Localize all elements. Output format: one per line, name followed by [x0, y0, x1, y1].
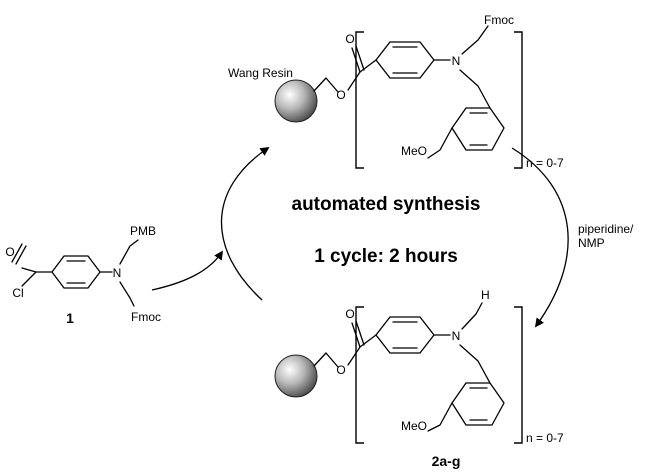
n-fmoc-bond — [461, 25, 489, 55]
monomer-ring-double-bonds — [66, 260, 86, 284]
n-fmoc-bond-monomer — [119, 281, 135, 307]
bottom-repeat-label: n = 0-7 — [526, 431, 564, 445]
compound-1-label: 1 — [66, 310, 74, 326]
bottom-methoxy: MeO — [401, 419, 427, 433]
resin-bead-bottom — [274, 354, 318, 398]
carbonyl-double-bond-bottom — [351, 320, 365, 348]
bottom-structure: O O N H MeO n = 0-7 2a-g — [274, 288, 564, 469]
cycle-time-label: 1 cycle: 2 hours — [314, 246, 458, 267]
bottom-pmb-double-bonds — [469, 387, 488, 421]
ring-ome-bond-bottom — [427, 402, 453, 432]
n-ch2-bond-bottom — [459, 344, 491, 384]
pmb-label: PMB — [130, 224, 156, 238]
bottom-carbonyl-oxygen: O — [345, 307, 354, 321]
top-nitrogen: N — [452, 54, 461, 68]
n-ch2-bond — [459, 69, 491, 109]
carbonyl-double-bond — [351, 45, 365, 73]
reagent-line2: NMP — [578, 236, 605, 250]
top-ring-double-bonds — [392, 46, 418, 74]
coupling-arrow — [151, 250, 224, 291]
left-cycle-arrow — [220, 146, 270, 301]
bottom-pmb-ring — [451, 382, 505, 426]
ring-ome-bond — [427, 127, 453, 159]
top-fmoc-label: Fmoc — [484, 13, 514, 27]
bottom-ring-double-bonds — [392, 321, 418, 349]
top-ester-oxygen: O — [336, 88, 345, 102]
linker-bond — [313, 77, 339, 93]
top-structure: Wang Resin O O N Fmoc MeO n = 0-7 — [228, 13, 564, 170]
monomer-carbonyl-oxygen: O — [5, 245, 14, 259]
monomer-1: O Cl N PMB Fmoc 1 — [5, 224, 161, 326]
top-right-bracket — [514, 31, 523, 169]
automated-synthesis-label: automated synthesis — [292, 194, 481, 215]
resin-bead — [274, 79, 318, 123]
monomer-chlorine: Cl — [12, 286, 23, 300]
bottom-ester-oxygen: O — [336, 363, 345, 377]
monomer-nitrogen: N — [113, 266, 122, 280]
n-pmb-bond — [119, 239, 139, 265]
reagent-line1: piperidine/ — [578, 222, 634, 236]
right-cycle-arrow — [511, 147, 569, 328]
monomer-fmoc-label: Fmoc — [131, 310, 161, 324]
n-h-bond — [461, 302, 483, 330]
bottom-left-bracket — [355, 306, 364, 444]
acyl-bonds — [21, 267, 37, 287]
linker-bond-bottom — [313, 352, 339, 368]
top-left-bracket — [355, 31, 364, 169]
wang-resin-label: Wang Resin — [228, 66, 293, 80]
top-methoxy: MeO — [401, 144, 427, 158]
acyl-double-bond — [11, 243, 27, 265]
compound-2a-g-label: 2a-g — [432, 453, 461, 469]
top-carbonyl-oxygen: O — [345, 32, 354, 46]
bottom-nitrogen: N — [452, 329, 461, 343]
top-pmb-double-bonds — [469, 112, 488, 146]
top-pmb-ring — [451, 107, 505, 151]
bottom-right-bracket — [514, 306, 523, 444]
bottom-h-label: H — [481, 288, 490, 302]
